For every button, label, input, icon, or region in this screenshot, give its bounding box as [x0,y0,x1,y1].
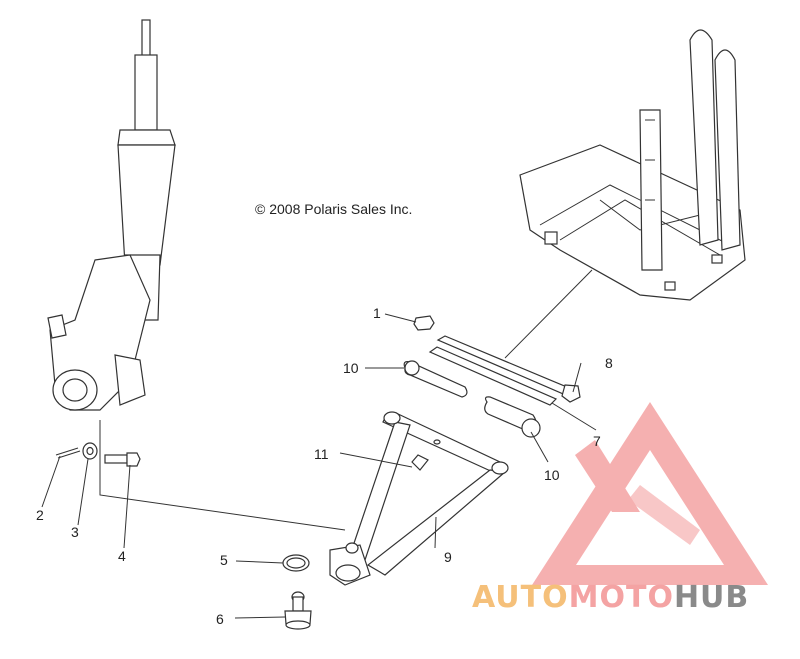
retaining-ring [282,554,310,572]
callout-6: 6 [216,611,224,627]
callout-11: 11 [314,446,329,462]
leader-lines [41,269,597,619]
watermark-text: AUTOMOTOHUB [472,580,749,615]
callout-1: 1 [373,305,381,321]
frame-section [519,29,746,301]
watermark-triangle-icon [532,402,768,585]
a-arm [329,411,509,586]
nut [413,315,435,331]
callout-3: 3 [71,524,79,540]
ball-joint [284,591,312,630]
callout-9: 9 [444,549,452,565]
steering-knuckle [47,254,151,411]
pivot-tube-lower [484,396,541,438]
copyright-notice: © 2008 Polaris Sales Inc. [255,201,412,217]
bolt [104,452,141,467]
callout-5: 5 [220,552,228,568]
callout-10-lower: 10 [544,467,560,483]
callout-2: 2 [36,507,44,523]
callout-10-upper: 10 [343,360,359,376]
castle-nut [82,442,98,460]
cotter-pin [55,447,81,459]
callout-7: 7 [593,433,601,449]
pivot-tube-upper [403,360,468,398]
pivot-bolt-pair [428,335,581,406]
callout-labels: 1 2 3 4 5 6 7 8 9 10 10 11 [36,305,613,627]
callout-4: 4 [118,548,126,564]
callout-8: 8 [605,355,613,371]
